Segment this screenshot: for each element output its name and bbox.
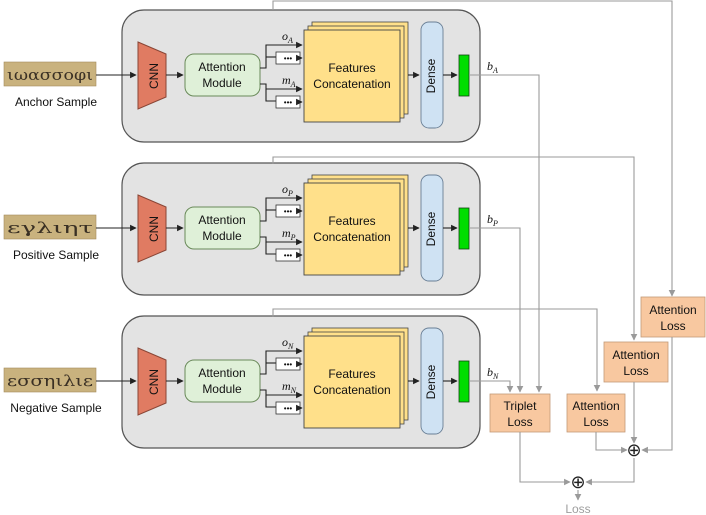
bP-to-triplet-line [469,227,524,393]
sample-handwriting: ιωασσοφι [7,66,93,84]
sample-image: ιωασσοφι [3,61,97,87]
embedding-vector [458,54,470,97]
o-label: oA [282,29,293,45]
features-label-line2: Concatenation [313,230,390,244]
attention-label-line2: Module [202,382,242,396]
o-label: oN [282,335,294,351]
sample-label: Anchor Sample [15,95,97,109]
features-label-line1: Features [328,367,375,381]
attention-loss-anchor-box [640,296,706,338]
dense-label: Dense [424,211,438,246]
fork-m [260,389,276,396]
sample-label: Positive Sample [13,248,99,262]
ellipsis-m: ••• [284,251,293,260]
sample-image: εσσηιλιε [3,367,97,393]
embedding-vector [458,207,470,250]
attention-label-line2: Module [202,76,242,90]
total-plus: ⊕ [570,472,585,493]
final-loss-label: Loss [565,502,590,515]
feature-layer-1 [303,335,401,429]
attention-label-line1: Attention [198,60,245,74]
attention-loss-positive-label-line1: Attention [612,348,659,362]
sample-handwriting: εσσηιλιε [7,372,93,390]
m-label: mP [282,226,296,242]
cnn-label: CNN [147,369,161,395]
features-label-line1: Features [328,214,375,228]
triplet-loss-label-line1: Triplet [504,399,538,413]
sample-parchment [4,215,96,239]
ellipsis-o: ••• [284,360,293,369]
ellipsis-m: ••• [284,404,293,413]
sample-parchment [4,368,96,392]
attention-loss-negative-label-line1: Attention [572,399,619,413]
feature-layer-1 [303,182,401,276]
anchor-att-to-plus [641,337,673,454]
sample-handwriting: εγλιητ [7,219,93,237]
attention-label-line2: Module [202,229,242,243]
feature-layer-1 [303,29,401,123]
fork-m-sub [265,89,276,102]
attention-module [184,206,261,250]
m-label: mA [282,73,296,89]
attention-loss-negative-box [566,393,626,433]
triplet-loss-label-line2: Loss [507,415,532,429]
cnn-label: CNN [147,63,161,89]
attention-loss-positive-label-line2: Loss [623,364,648,378]
o-label: oP [282,182,293,198]
cnn-block [137,347,167,416]
triplet-to-total [519,432,571,486]
fork-m [260,83,276,90]
attention-module [184,359,261,403]
sample-border [3,367,97,393]
attention-module [184,53,261,97]
ellipsis-m: ••• [284,98,293,107]
sample-label: Negative Sample [10,401,102,415]
neg-att-to-plus [595,432,628,454]
embedding-label: bN [487,365,499,381]
sample-image: εγλιητ [3,214,97,240]
embedding-label: bA [487,59,498,75]
negative-attention-line [272,308,601,392]
dense-label: Dense [424,364,438,399]
attention-sum-plus: ⊕ [626,440,641,461]
attention-loss-anchor-label-line2: Loss [660,319,685,333]
attention-label-line1: Attention [198,213,245,227]
fork-m [260,236,276,243]
sample-border [3,214,97,240]
attention-loss-positive-box [603,341,669,383]
features-label-line2: Concatenation [313,77,390,91]
attention-sum-to-total [585,458,635,486]
positive-attention-line [272,156,638,341]
cnn-block [137,194,167,263]
attention-loss-anchor-label-line1: Attention [649,303,696,317]
features-label-line1: Features [328,61,375,75]
ellipsis-o: ••• [284,207,293,216]
bA-to-triplet-line [469,74,543,393]
embedding-label: bP [487,212,498,228]
features-label-line2: Concatenation [313,383,390,397]
dense-label: Dense [424,58,438,93]
embedding-vector [458,360,470,403]
fork-m-sub [265,395,276,408]
fork-m-sub [265,242,276,255]
attention-loss-negative-label-line2: Loss [583,415,608,429]
cnn-block [137,41,167,110]
cnn-label: CNN [147,216,161,242]
bN-to-triplet-line [469,380,514,393]
sample-parchment [4,62,96,86]
attention-label-line1: Attention [198,366,245,380]
m-label: mN [282,379,297,395]
ellipsis-o: ••• [284,54,293,63]
sample-border [3,61,97,87]
anchor-attention-line [272,0,676,297]
